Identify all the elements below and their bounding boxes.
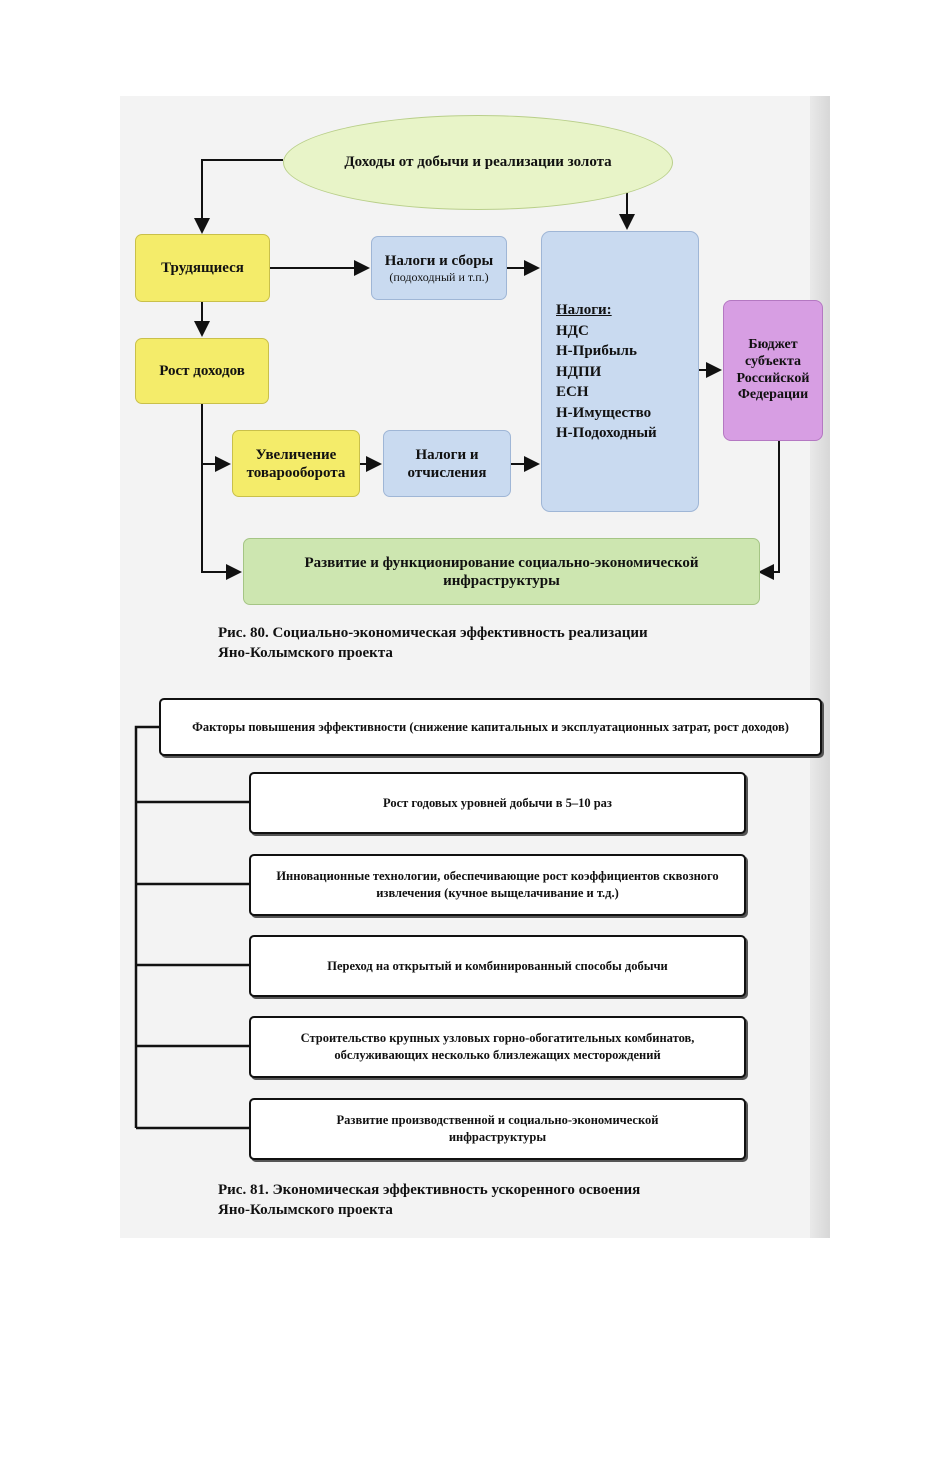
factor-label: Строительство крупных узловых горно-обог…	[300, 1031, 695, 1062]
gold-income-node: Доходы от добычи и реализации золота	[283, 115, 673, 210]
factor-box: Строительство крупных узловых горно-обог…	[249, 1016, 746, 1078]
factor-box: Инновационные технологии, обеспечивающие…	[249, 854, 746, 916]
trade-growth-label: Увеличение товарооборота	[246, 446, 346, 481]
fig81-caption-line1: Рис. 81. Экономическая эффективность уск…	[218, 1182, 641, 1198]
fig80-caption-line1: Рис. 80. Социально-экономическая эффекти…	[218, 625, 648, 641]
tax-item: ЕСН	[556, 384, 589, 401]
factor-label: Переход на открытый и комбинированный сп…	[327, 958, 668, 973]
tax-item: Н-Подоходный	[556, 425, 657, 442]
fig81-caption: Рис. 81. Экономическая эффективность уск…	[218, 1181, 640, 1220]
taxes-list-title: Налоги:	[556, 302, 612, 318]
tax-item: НДС	[556, 322, 589, 339]
taxes-deductions-label: Налоги и отчисления	[407, 446, 487, 481]
taxes-fees-note: (подоходный и т.п.)	[389, 269, 489, 284]
tax-item: НДПИ	[556, 363, 602, 380]
income-growth-label: Рост доходов	[159, 363, 245, 379]
taxes-deductions-node: Налоги и отчисления	[383, 430, 511, 497]
factor-box: Рост годовых уровней добычи в 5–10 раз	[249, 772, 746, 834]
tax-item: Н-Имущество	[556, 404, 652, 421]
taxes-list-node: Налоги: НДС Н-Прибыль НДПИ ЕСН Н-Имущест…	[541, 231, 699, 512]
budget-label: Бюджет субъекта Российской Федерации	[736, 336, 810, 403]
factor-box: Переход на открытый и комбинированный сп…	[249, 935, 746, 997]
workers-node: Трудящиеся	[135, 234, 270, 302]
fig81-caption-line2: Яно-Колымского проекта	[218, 1201, 393, 1218]
factor-box: Развитие производственной и социально-эк…	[249, 1098, 746, 1160]
income-growth-node: Рост доходов	[135, 338, 269, 404]
fig80-caption: Рис. 80. Социально-экономическая эффекти…	[218, 624, 648, 663]
factors-header-box: Факторы повышения эффективности (снижени…	[159, 698, 822, 756]
tax-item: Н-Прибыль	[556, 343, 637, 360]
trade-growth-node: Увеличение товарооборота	[232, 430, 360, 497]
workers-label: Трудящиеся	[161, 260, 244, 276]
factor-label: Рост годовых уровней добычи в 5–10 раз	[383, 795, 612, 810]
infrastructure-label: Развитие и функционирование социально-эк…	[304, 554, 699, 589]
infrastructure-node: Развитие и функционирование социально-эк…	[243, 538, 760, 605]
fig80-caption-line2: Яно-Колымского проекта	[218, 644, 393, 661]
gold-income-label: Доходы от добычи и реализации золота	[344, 154, 612, 170]
budget-node: Бюджет субъекта Российской Федерации	[723, 300, 823, 441]
factor-label: Развитие производственной и социально-эк…	[336, 1113, 659, 1144]
taxes-list: НДС Н-Прибыль НДПИ ЕСН Н-Имущество Н-Под…	[556, 321, 698, 444]
factors-header-label: Факторы повышения эффективности (снижени…	[192, 719, 789, 734]
factor-label: Инновационные технологии, обеспечивающие…	[276, 869, 719, 900]
taxes-fees-title: Налоги и сборы	[384, 252, 494, 269]
taxes-fees-node: Налоги и сборы (подоходный и т.п.)	[371, 236, 507, 300]
